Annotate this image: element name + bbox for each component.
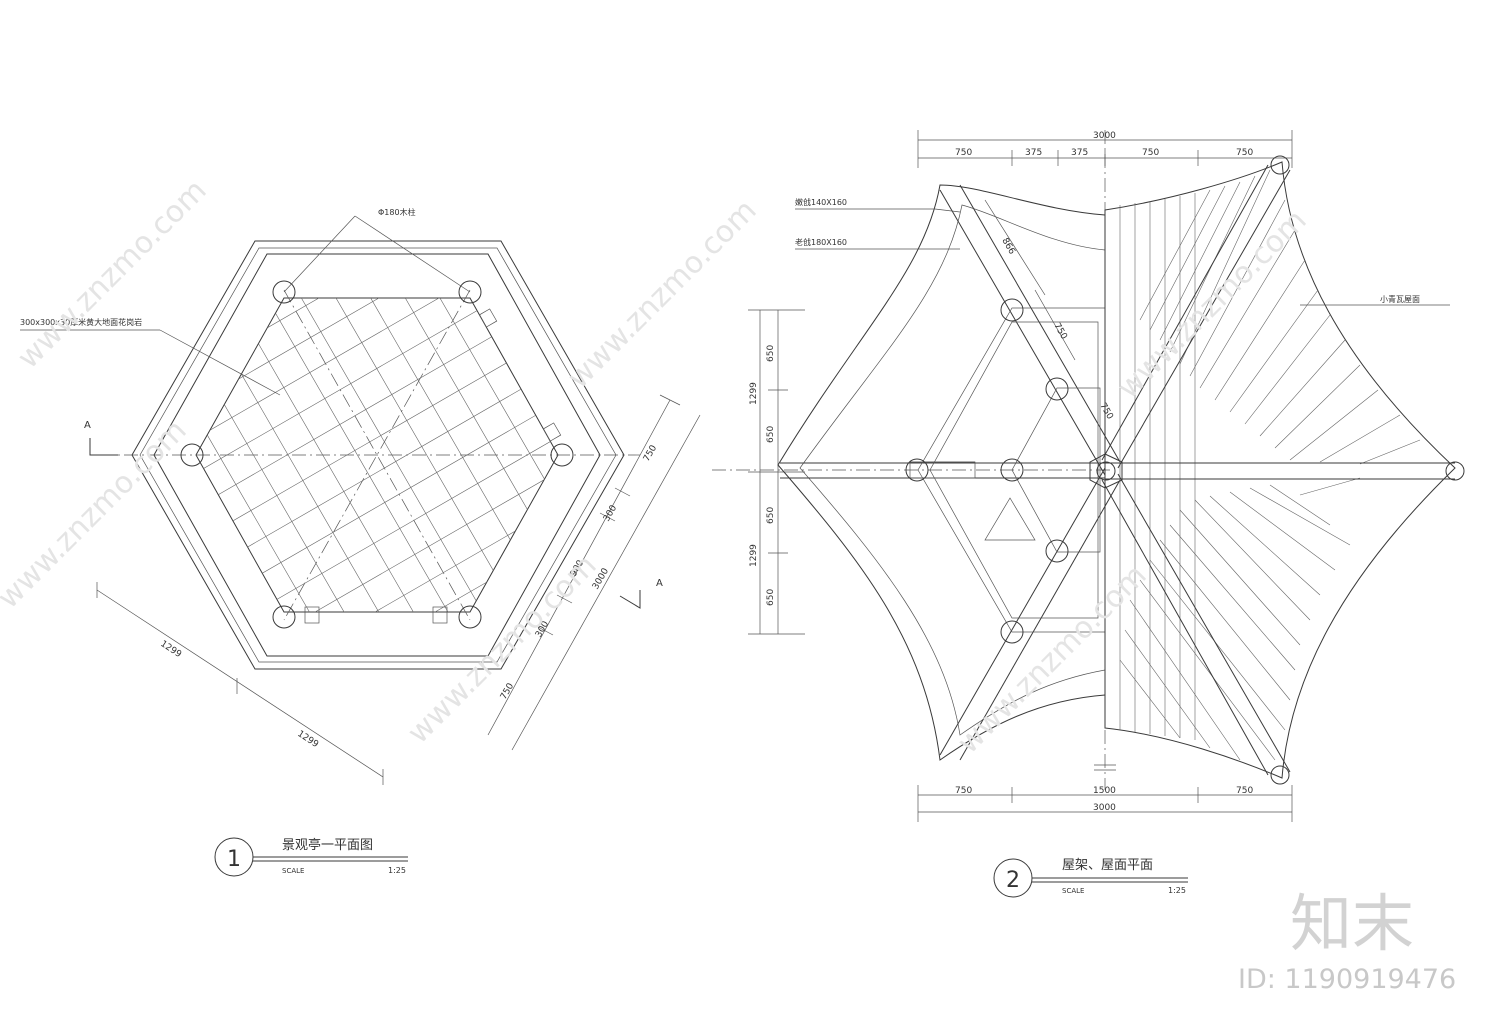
watermark-site-2: www.znzmo.com bbox=[561, 193, 764, 396]
plan1-dim-bottom-1: 1299 bbox=[158, 639, 183, 660]
plan2-columns bbox=[905, 298, 1123, 644]
plan2-dim-left-4: 650 bbox=[766, 589, 776, 606]
plan2-dim-top-2: 375 bbox=[1025, 148, 1042, 158]
plan2-dim-bottom-2: 1500 bbox=[1093, 786, 1116, 796]
plan2-dim-bottom-3: 750 bbox=[1236, 786, 1253, 796]
plan2-dim-left-half-1: 1299 bbox=[749, 382, 759, 405]
plan2-scale-value: 1:25 bbox=[1168, 886, 1186, 895]
plan1-paving-grid bbox=[196, 298, 558, 612]
plan2-dim-diag-1: 866 bbox=[999, 237, 1016, 257]
watermark-site-1: www.znzmo.com bbox=[11, 173, 214, 376]
plan2-number: 2 bbox=[1006, 868, 1020, 893]
plan2-note-rafter-1: 嫩戗140X160 bbox=[795, 197, 847, 207]
plan1-scale-label: SCALE bbox=[282, 867, 304, 875]
plan1-floor-note: 300x300x30厚米黄大地面花岗岩 bbox=[20, 317, 142, 327]
plan2-dim-top-5: 750 bbox=[1236, 148, 1253, 158]
plan1-dim-bottom-2: 1299 bbox=[295, 729, 320, 750]
plan1-number: 1 bbox=[227, 847, 241, 872]
watermark-site-5: www.znzmo.com bbox=[401, 548, 604, 751]
watermarks: www.znzmo.com www.znzmo.com www.znzmo.co… bbox=[0, 173, 1314, 761]
plan1-dim-right-2: 300 bbox=[602, 503, 619, 523]
plan2-drawing: 3000 750 375 375 750 750 750 1500 750 30… bbox=[712, 130, 1465, 898]
plan1-column-note: Φ180木柱 bbox=[378, 207, 416, 217]
plan2-roof-tiles bbox=[1119, 169, 1421, 761]
plan2-dim-left-1: 650 bbox=[766, 345, 776, 362]
plan2-ridges-right bbox=[1101, 155, 1465, 785]
plan2-dim-diag-2: 750 bbox=[1051, 322, 1068, 342]
plan2-dim-left-half-2: 1299 bbox=[749, 544, 759, 567]
plan2-hip-rafters-left bbox=[780, 184, 1121, 761]
plan2-note-roof: 小青瓦屋面 bbox=[1380, 294, 1420, 304]
plan1-section-mark-right: A bbox=[656, 578, 663, 589]
plan2-dim-top-total: 3000 bbox=[1093, 131, 1116, 141]
plan2-roof-outline-right bbox=[1104, 161, 1456, 779]
plan2-dim-bottom-total: 3000 bbox=[1093, 803, 1116, 813]
plan1-title: 景观亭一平面图 bbox=[282, 837, 373, 853]
watermark-id: ID: 1190919476 bbox=[1238, 964, 1456, 995]
plan2-scale-label: SCALE bbox=[1062, 887, 1084, 895]
watermark-brand-logo: 知末 bbox=[1290, 887, 1414, 960]
plan2-roof-outline-left bbox=[777, 184, 1106, 761]
plan2-dim-top-1: 750 bbox=[955, 148, 972, 158]
plan2-dim-left-2: 650 bbox=[766, 426, 776, 443]
plan2-dim-left-3: 650 bbox=[766, 507, 776, 524]
plan1-scale-value: 1:25 bbox=[388, 866, 406, 875]
plan1-outer-hexagon-offset bbox=[139, 247, 617, 663]
plan1-dim-right-5: 750 bbox=[499, 681, 516, 701]
plan1-section-mark-left: A bbox=[84, 420, 91, 431]
plan1-columns bbox=[180, 280, 574, 629]
plan2-ring-beams bbox=[909, 307, 1106, 633]
plan2-dim-top-4: 750 bbox=[1142, 148, 1159, 158]
plan2-title: 屋架、屋面平面 bbox=[1062, 858, 1153, 873]
plan2-dim-top-3: 375 bbox=[1071, 148, 1088, 158]
plan2-dim-bottom-1: 750 bbox=[955, 786, 972, 796]
plan2-note-rafter-2: 老戗180X160 bbox=[795, 237, 847, 247]
